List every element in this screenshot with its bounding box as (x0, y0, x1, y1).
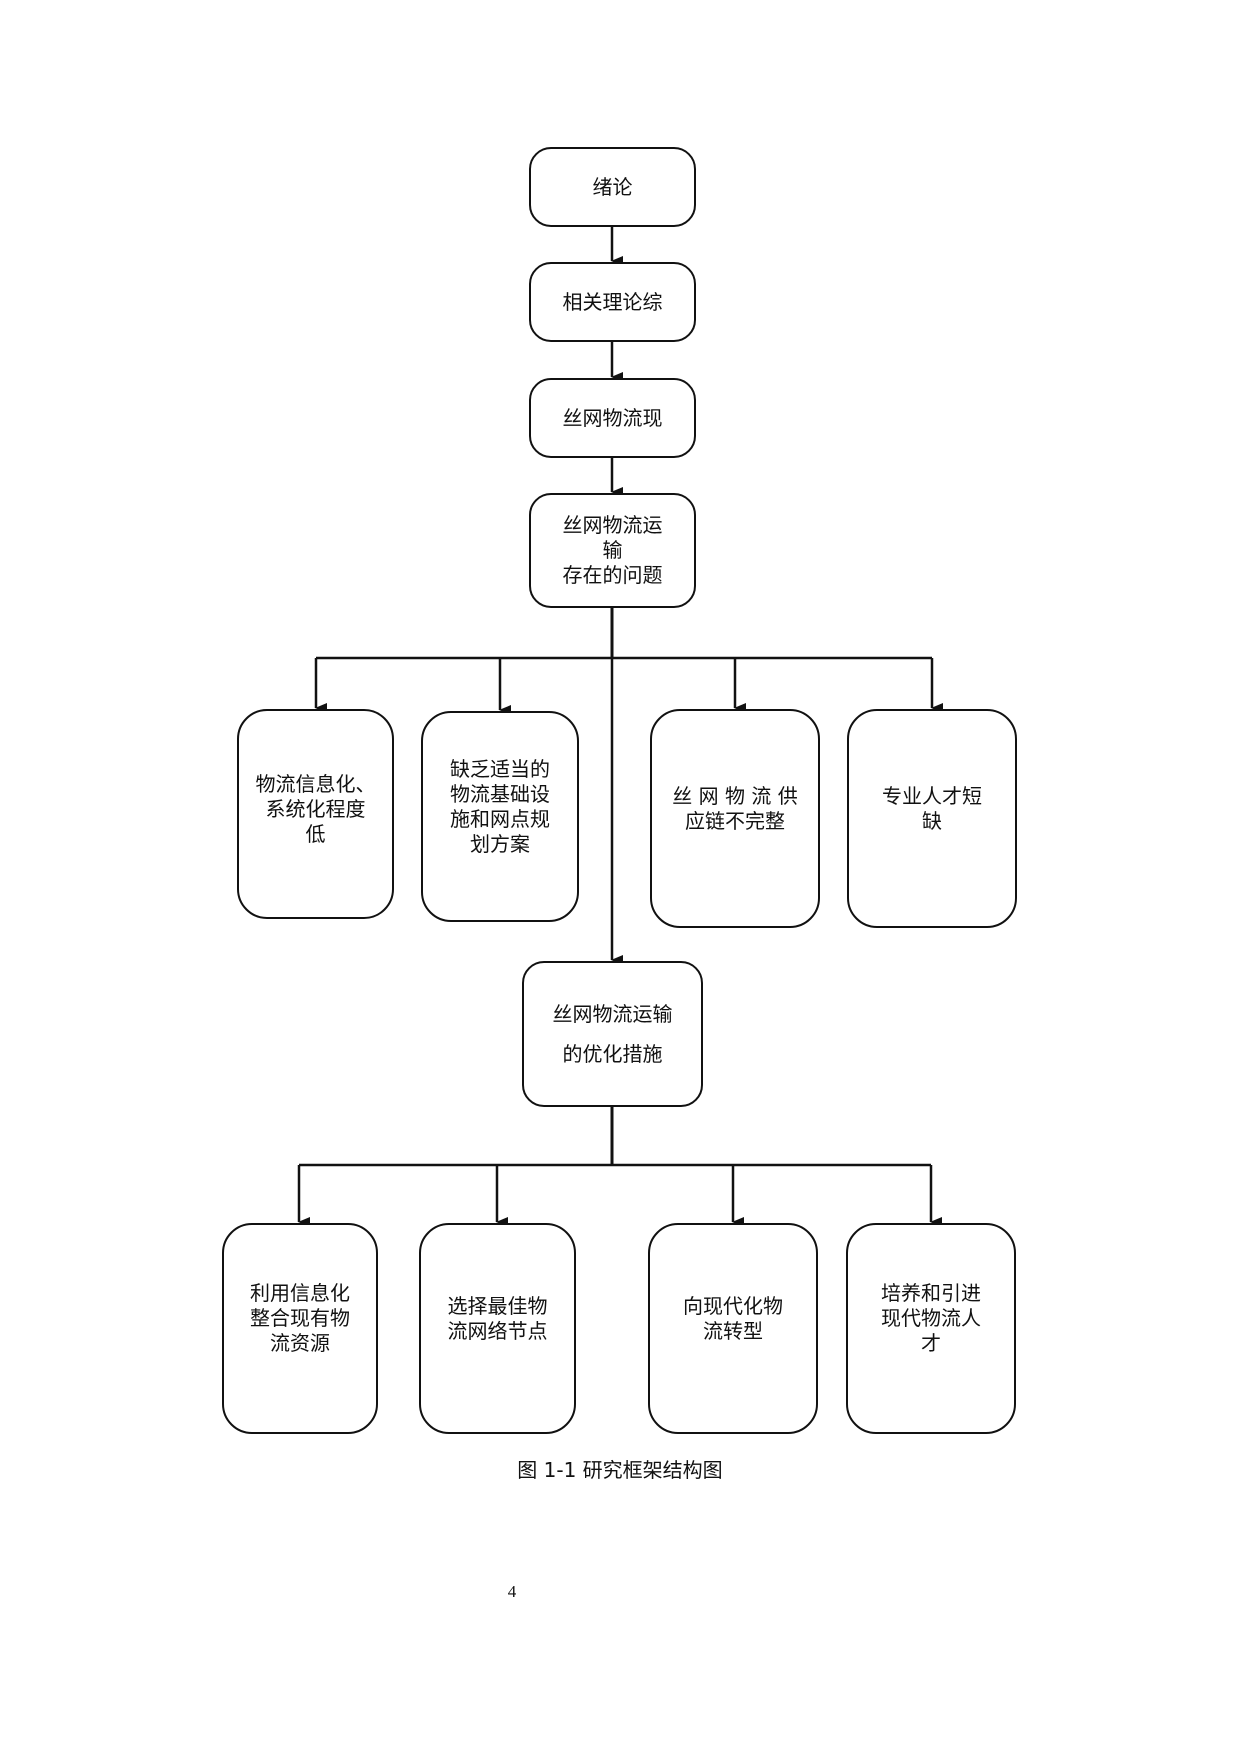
measure-label-2: 选择最佳物 流网络节点 (447, 1293, 548, 1343)
node-theory-label: 相关理论综 (562, 289, 663, 314)
problem-box-2: 缺乏适当的 物流基础设 施和网点规 划方案 (421, 711, 579, 922)
node-status-label: 丝网物流现 (562, 405, 663, 430)
measure-box-2: 选择最佳物 流网络节点 (419, 1223, 576, 1434)
measure-label-1: 利用信息化 整合现有物 流资源 (250, 1281, 350, 1355)
measure-box-1: 利用信息化 整合现有物 流资源 (222, 1223, 378, 1434)
node-intro-label: 绪论 (592, 174, 633, 199)
node-theory: 相关理论综 (529, 262, 696, 342)
problem-box-1: 物流信息化、 系统化程度 低 (237, 709, 394, 919)
problem-box-4: 专业人才短 缺 (847, 709, 1017, 928)
node-intro: 绪论 (529, 147, 696, 227)
problem-label-4: 专业人才短 缺 (882, 783, 982, 833)
node-measures: 丝网物流运输 的优化措施 (522, 961, 703, 1107)
measure-box-3: 向现代化物 流转型 (648, 1223, 818, 1434)
page-number: 4 (507, 1582, 517, 1601)
node-measures-label: 丝网物流运输 的优化措施 (552, 1002, 673, 1066)
node-status: 丝网物流现 (529, 378, 696, 458)
measure-box-4: 培养和引进 现代物流人 才 (846, 1223, 1016, 1434)
measure-label-4: 培养和引进 现代物流人 才 (881, 1281, 981, 1355)
figure-caption: 图 1-1 研究框架结构图 (517, 1458, 723, 1482)
problem-box-3: 丝 网 物 流 供 应链不完整 (650, 709, 820, 928)
node-problems-label: 丝网物流运 输 存在的问题 (562, 513, 663, 587)
measure-label-3: 向现代化物 流转型 (683, 1293, 783, 1343)
problem-label-3: 丝 网 物 流 供 应链不完整 (672, 783, 798, 833)
node-problems: 丝网物流运 输 存在的问题 (529, 493, 696, 608)
problem-label-1: 物流信息化、 系统化程度 低 (255, 771, 376, 846)
problem-label-2: 缺乏适当的 物流基础设 施和网点规 划方案 (450, 756, 550, 856)
